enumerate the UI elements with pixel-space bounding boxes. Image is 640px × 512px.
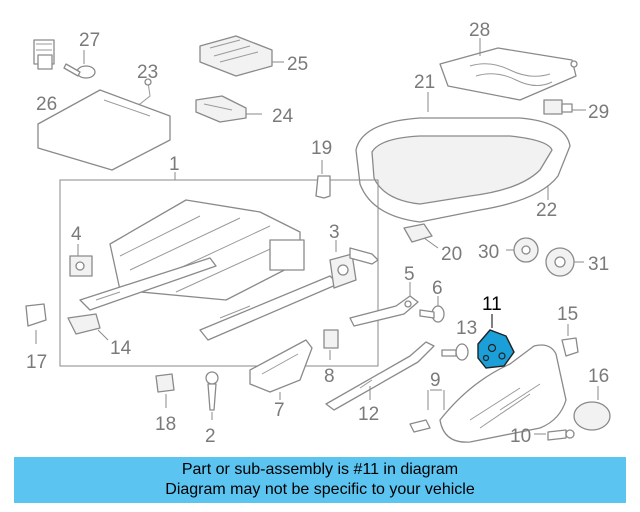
callout-23: 23 xyxy=(137,62,158,83)
callout-17: 17 xyxy=(26,352,47,373)
callout-15: 15 xyxy=(557,304,578,325)
part-17-clip xyxy=(25,303,47,327)
callout-4: 4 xyxy=(71,224,82,245)
part-21-seat-cushion xyxy=(355,117,571,223)
part-10-screw xyxy=(547,429,575,441)
part-9-fastener xyxy=(409,419,431,433)
callout-20: 20 xyxy=(441,244,462,265)
part-29-connector xyxy=(543,99,573,115)
part-5-lever xyxy=(349,295,419,327)
callout-5: 5 xyxy=(404,264,415,285)
callout-16: 16 xyxy=(588,366,609,387)
callout-30: 30 xyxy=(478,242,499,263)
part-7-trim xyxy=(249,339,313,393)
part-30-gear xyxy=(513,237,539,263)
part-20-cap xyxy=(403,223,433,243)
part-11-highlighted[interactable] xyxy=(477,329,515,369)
part-25-module xyxy=(199,35,273,77)
seat-heater-pad xyxy=(37,89,171,171)
banner-line-1: Part or sub-assembly is #11 in diagram xyxy=(181,461,459,478)
callout-10: 10 xyxy=(510,426,531,447)
part-15-tab xyxy=(561,337,579,357)
part-31-gear xyxy=(545,247,575,277)
callout-8: 8 xyxy=(324,366,335,387)
callout-31: 31 xyxy=(588,254,609,275)
callout-28: 28 xyxy=(469,20,490,41)
callout-14: 14 xyxy=(110,338,132,359)
part-26-bracket xyxy=(33,39,55,70)
part-16-knob xyxy=(573,401,611,431)
part-14-pad xyxy=(67,313,101,335)
callout-12: 12 xyxy=(358,404,379,425)
callout-24: 24 xyxy=(272,106,294,127)
part-8-clip xyxy=(323,329,339,349)
callout-22: 22 xyxy=(536,200,557,221)
part-24-bracket xyxy=(195,95,247,123)
callout-19: 19 xyxy=(311,138,332,159)
part-28-heater-mat xyxy=(439,47,578,101)
part-18-clip xyxy=(155,373,175,393)
callout-21: 21 xyxy=(414,72,435,93)
part-3-recliner xyxy=(329,247,379,289)
frame-outline xyxy=(59,179,379,367)
info-banner: Part or sub-assembly is #11 in diagram D… xyxy=(14,457,626,503)
callout-11[interactable]: 11 xyxy=(482,294,502,315)
part-12-rod xyxy=(325,341,435,411)
part-27-clip xyxy=(63,63,96,79)
callout-25: 25 xyxy=(287,54,308,75)
callout-13: 13 xyxy=(456,318,477,339)
seat-side-shield xyxy=(439,344,567,443)
callout-3: 3 xyxy=(329,222,340,243)
part-6-bolt xyxy=(419,305,445,323)
callout-29: 29 xyxy=(588,102,609,123)
callout-18: 18 xyxy=(155,414,176,435)
callout-1: 1 xyxy=(169,154,180,175)
callout-2: 2 xyxy=(205,426,216,447)
part-1-seat-frame xyxy=(79,199,339,341)
callout-7: 7 xyxy=(274,400,285,421)
callout-9: 9 xyxy=(430,370,441,391)
part-4-adjuster xyxy=(69,255,93,277)
part-19-bracket xyxy=(315,175,331,199)
banner-line-2: Diagram may not be specific to your vehi… xyxy=(165,481,475,498)
callout-6: 6 xyxy=(432,278,443,299)
parts-diagram: 1 2 3 4 5 6 7 8 9 10 11 12 13 14 15 16 1… xyxy=(25,20,611,447)
callout-26: 26 xyxy=(36,94,57,115)
part-13-bolt xyxy=(441,343,469,361)
callout-27: 27 xyxy=(79,30,100,51)
part-2-screw xyxy=(205,371,219,411)
